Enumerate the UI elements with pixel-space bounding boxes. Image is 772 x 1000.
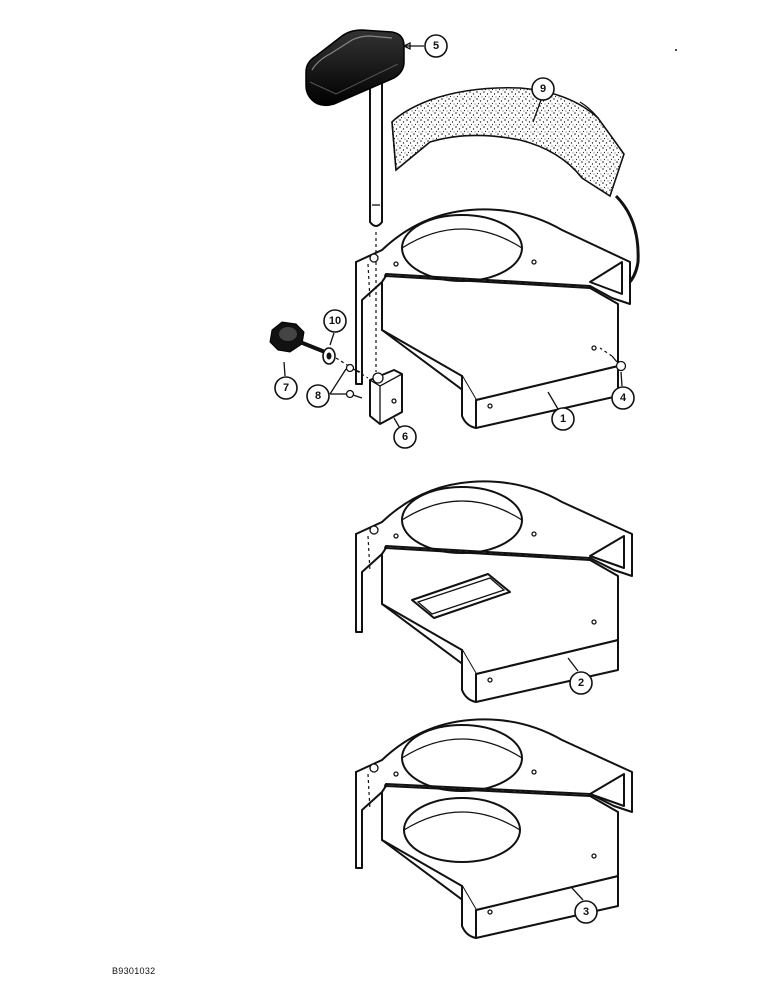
callout-7-label: 7 [283,382,289,394]
callout-5: 5 [424,34,448,58]
callout-7: 7 [274,376,298,400]
armrest-pad [305,29,405,262]
stray-dot [675,49,677,51]
knob-assembly [269,262,403,425]
callout-10-label: 10 [329,315,341,327]
panel-2 [355,480,633,703]
panel-1 [355,208,631,429]
callout-3-label: 3 [583,906,589,918]
callout-9: 9 [531,77,555,101]
callout-6: 6 [393,425,417,449]
foam-pad [391,86,640,286]
figure-reference-code: B9301032 [112,966,156,976]
callout-8-label: 8 [315,390,321,402]
callout-6-label: 6 [402,431,408,443]
callout-1-label: 1 [560,413,566,425]
callout-2: 2 [569,671,593,695]
callout-1: 1 [551,407,575,431]
callout-4: 4 [611,386,635,410]
callout-5-label: 5 [433,40,439,52]
callout-10: 10 [323,309,347,333]
callout-2-label: 2 [578,677,584,689]
screw-4 [599,347,627,372]
panel-3 [355,718,633,939]
callout-8: 8 [306,384,330,408]
callout-3: 3 [574,900,598,924]
leader-lines [283,41,623,901]
callout-4-label: 4 [620,392,627,404]
callout-9-label: 9 [540,83,546,95]
